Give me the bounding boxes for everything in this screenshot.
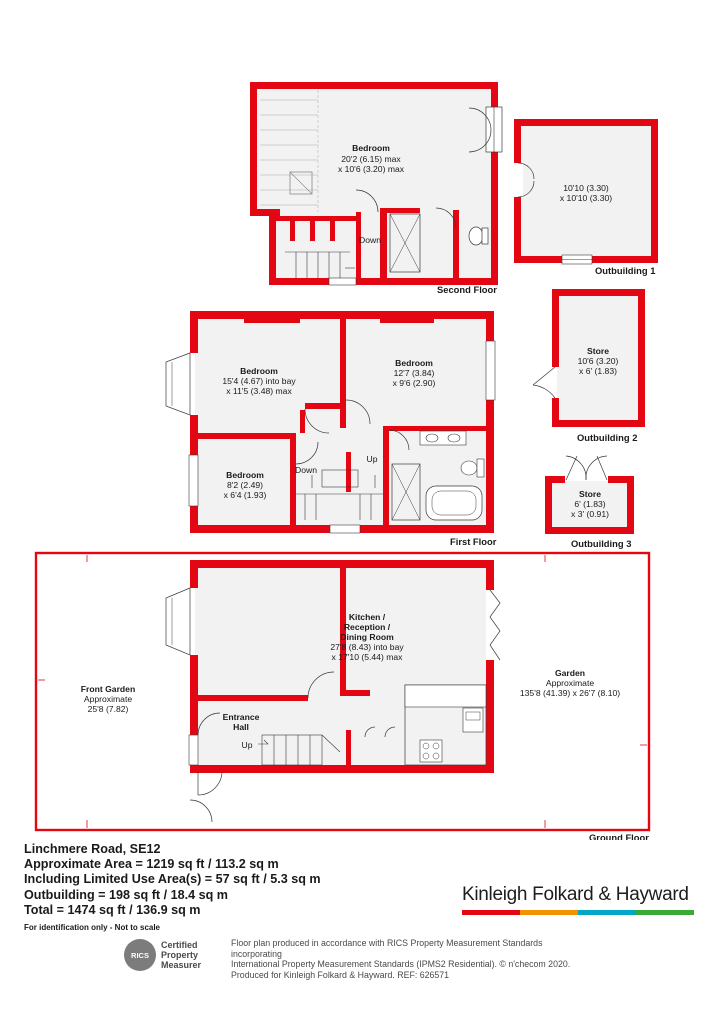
ff-down-label: Down [295, 465, 317, 475]
ground-floor-label: Ground Floor [589, 832, 649, 840]
brand-color-bars [462, 910, 694, 915]
ff-bed1-dim1: 15'4 (4.67) into bay [222, 376, 296, 386]
second-floor [250, 82, 503, 286]
rics-badge-line1: Certified [161, 940, 198, 950]
outbuilding-2-label: Outbuilding 2 [577, 432, 637, 443]
area-line-outbuilding: Outbuilding = 198 sq ft / 18.4 sq m [24, 887, 228, 902]
gf-kitchen-title2: Reception / [344, 622, 391, 632]
ff-up-label: Up [367, 454, 378, 464]
brand-bar-blue [578, 910, 636, 915]
ob2-dim2: x 6' (1.83) [579, 366, 617, 376]
first-floor-label: First Floor [450, 536, 497, 547]
outbuilding-3 [545, 455, 634, 534]
entrance-hall-title1: Entrance [223, 712, 260, 722]
rics-badge: RICS Certified Property Measurer [124, 938, 226, 972]
ob2-title: Store [587, 346, 609, 356]
disclaimer: Floor plan produced in accordance with R… [231, 938, 591, 980]
agent-logo: Kinleigh Folkard & Hayward [462, 884, 694, 915]
garden-title: Garden [555, 668, 585, 678]
ff-bed2-title: Bedroom [395, 358, 433, 368]
disclaimer-line2: International Property Measurement Stand… [231, 959, 571, 970]
front-garden-title: Front Garden [81, 684, 135, 694]
ob2-dim1: 10'6 (3.20) [578, 356, 619, 366]
area-line-limited: Including Limited Use Area(s) = 57 sq ft… [24, 872, 321, 887]
ff-bed3-dim1: 8'2 (2.49) [227, 480, 263, 490]
sf-bedroom-dim2: x 10'6 (3.20) max [338, 164, 405, 174]
second-floor-label: Second Floor [437, 284, 497, 295]
ob3-title: Store [579, 489, 601, 499]
entrance-hall-title2: Hall [233, 722, 249, 732]
agent-name: Kinleigh Folkard & Hayward [462, 884, 689, 905]
ob1-dim1: 10'10 (3.30) [563, 183, 609, 193]
ff-bed2-dim1: 12'7 (3.84) [394, 368, 435, 378]
gf-kitchen-title3: Dining Room [340, 632, 394, 642]
outbuilding-1 [512, 119, 658, 265]
gf-kitchen-title1: Kitchen / [349, 612, 386, 622]
outbuilding-1-label: Outbuilding 1 [595, 265, 655, 276]
ff-bed3-dim2: x 6'4 (1.93) [224, 490, 267, 500]
area-summary: Linchmere Road, SE12 Approximate Area = … [24, 842, 354, 932]
brand-bar-red [462, 910, 520, 915]
ob3-dim2: x 3' (0.91) [571, 509, 609, 519]
ground-floor [34, 551, 651, 832]
gf-kitchen-dim1: 27'8 (8.43) into bay [330, 642, 404, 652]
scale-note: For identification only - Not to scale [24, 922, 161, 932]
disclaimer-line1: Floor plan produced in accordance with R… [231, 938, 543, 959]
rics-seal-icon: RICS [124, 939, 156, 971]
garden-dim: 135'8 (41.39) x 26'7 (8.10) [520, 688, 620, 698]
rics-badge-text: Certified Property Measurer [161, 940, 201, 970]
first-floor [165, 311, 496, 534]
outbuilding-2 [532, 289, 645, 427]
gf-up-label: Up [242, 740, 253, 750]
disclaimer-line3: Produced for Kinleigh Folkard & Hayward.… [231, 969, 450, 980]
outbuilding-3-label: Outbuilding 3 [571, 538, 631, 549]
ff-bed1-title: Bedroom [240, 366, 278, 376]
ff-bed2-dim2: x 9'6 (2.90) [393, 378, 436, 388]
area-line-total: Total = 1474 sq ft / 136.9 sq m [24, 903, 201, 918]
brand-bar-green [636, 910, 694, 915]
front-garden-dim: 25'8 (7.82) [88, 704, 129, 714]
rics-badge-line2: Property [161, 950, 199, 960]
ff-bed1-dim2: x 11'5 (3.48) max [226, 386, 292, 396]
ob3-dim1: 6' (1.83) [574, 499, 605, 509]
area-line-approx: Approximate Area = 1219 sq ft / 113.2 sq… [24, 857, 279, 871]
front-garden-approx: Approximate [84, 694, 132, 704]
brand-bar-orange [520, 910, 578, 915]
ob1-dim2: x 10'10 (3.30) [560, 193, 612, 203]
sf-bedroom-title: Bedroom [352, 143, 390, 153]
gf-kitchen-dim2: x 17'10 (5.44) max [332, 652, 404, 662]
sf-bedroom-dim1: 20'2 (6.15) max [341, 154, 401, 164]
floor-plan: Bedroom 20'2 (6.15) max x 10'6 (3.20) ma… [34, 82, 658, 840]
garden-approx: Approximate [546, 678, 594, 688]
sf-down-label: Down [359, 235, 381, 245]
ff-bed3-title: Bedroom [226, 470, 264, 480]
address: Linchmere Road, SE12 [24, 842, 161, 856]
rics-badge-line3: Measurer [161, 960, 202, 970]
